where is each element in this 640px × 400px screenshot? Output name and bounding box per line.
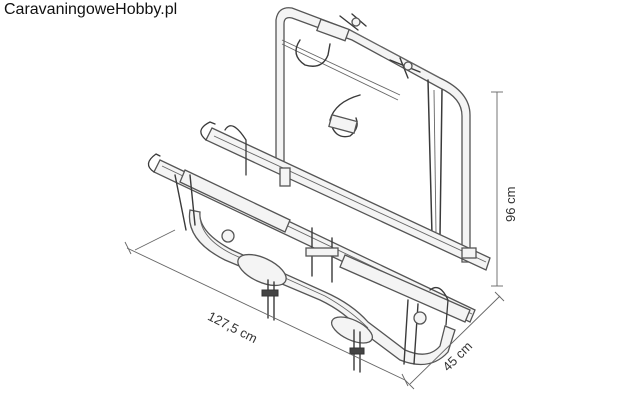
upper-frame (275, 7, 471, 263)
dimension-height: 96 cm (491, 91, 518, 287)
dimension-length: 127,5 cm (124, 229, 409, 387)
strap (427, 79, 443, 240)
connectors (221, 167, 477, 325)
lower-frame (188, 209, 456, 366)
wheel-holders (179, 125, 471, 326)
rail-rear (200, 121, 491, 271)
vertical-supports (174, 174, 419, 373)
height-label: 96 cm (503, 187, 518, 222)
length-label: 127,5 cm (205, 308, 259, 346)
frame-clamp-upper (295, 13, 367, 67)
watermark-text: CaravaningoweHobby.pl (4, 1, 178, 18)
frame-clamp-lower (328, 57, 421, 138)
